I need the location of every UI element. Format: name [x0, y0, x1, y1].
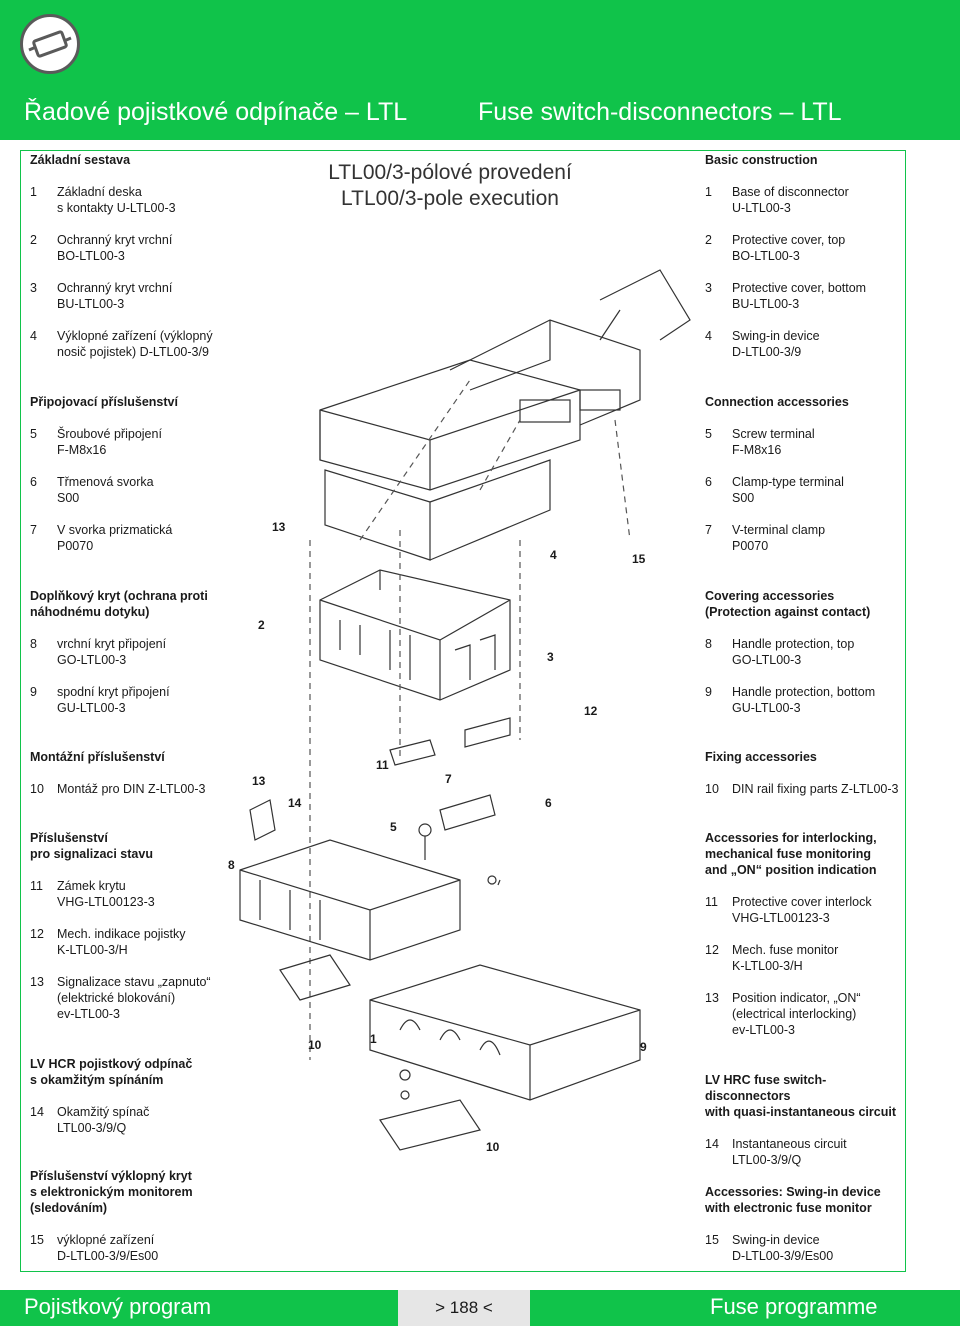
exploded-drawing — [239, 269, 691, 1151]
section-title: Připojovací příslušenství — [30, 395, 178, 409]
section-title: Fixing accessories — [705, 750, 817, 764]
diagram-title-en: LTL00/3-pole execution — [341, 187, 559, 210]
section-covering-cz: Doplňkový kryt (ochrana proti náhodnému … — [30, 588, 240, 716]
section-title: LV HCR pojistkový odpínač s okamžitým sp… — [30, 1057, 193, 1087]
callout-label: 9 — [640, 1040, 647, 1054]
callout-label: 10 — [486, 1140, 500, 1154]
section-hrc-en: LV HRC fuse switch-disconnectors with qu… — [705, 1072, 905, 1168]
section-title: Příslušenství výklopný kryt s elektronic… — [30, 1169, 193, 1215]
page-number: > 188 < — [398, 1290, 530, 1326]
section-title: Covering accessories (Protection against… — [705, 589, 871, 619]
callout-label: 13 — [252, 774, 266, 788]
diagram-title-cz: LTL00/3-pólové provedení — [328, 161, 572, 184]
callout-label: 13 — [272, 520, 286, 534]
callout-label: 5 — [390, 820, 397, 834]
callout-label: 14 — [288, 796, 302, 810]
callout-label: 8 — [228, 858, 235, 872]
fuse-logo-icon — [20, 14, 80, 74]
diagram-title: LTL00/3-pólové provedení LTL00/3-pole ex… — [300, 160, 600, 212]
page-title-cz: Řadové pojistkové odpínače – LTL — [24, 98, 408, 126]
callout-label: 15 — [632, 552, 646, 566]
callout-label: 1 — [370, 1032, 377, 1046]
din-fixing-drawing — [279, 954, 481, 1151]
section-covering-en: Covering accessories (Protection against… — [705, 588, 905, 716]
callout-label: 4 — [550, 548, 557, 562]
section-title: LV HRC fuse switch-disconnectors with qu… — [705, 1073, 896, 1119]
swing-in-device-drawing — [319, 269, 691, 561]
callout-label: 6 — [545, 796, 552, 810]
section-title: Accessories for interlocking, mechanical… — [705, 831, 877, 877]
page-title-en: Fuse switch-disconnectors – LTL — [478, 98, 842, 126]
footer-right-text: Fuse programme — [710, 1294, 878, 1319]
exploded-diagram: 13 4 15 2 3 12 11 7 13 14 6 5 8 10 1 9 1… — [220, 240, 700, 1170]
section-swing-en: Accessories: Swing-in device with electr… — [705, 1184, 905, 1264]
cover-bottom-drawing — [369, 964, 641, 1101]
section-title: Connection accessories — [705, 395, 849, 409]
footer-left-text: Pojistkový program — [24, 1294, 212, 1319]
section-title: Montážní příslušenství — [30, 750, 165, 764]
callout-label: 3 — [547, 650, 554, 664]
section-hrc-cz: LV HCR pojistkový odpínač s okamžitým sp… — [30, 1056, 240, 1136]
section-title: Accessories: Swing-in device with electr… — [705, 1185, 881, 1215]
callout-label: 11 — [376, 758, 389, 772]
section-title: Basic construction — [705, 153, 818, 167]
top-banner — [0, 0, 960, 88]
terminals-drawing — [389, 717, 511, 886]
section-interlock-en: Accessories for interlocking, mechanical… — [705, 830, 905, 1038]
callout-label: 7 — [445, 772, 452, 786]
base-drawing — [319, 569, 511, 701]
section-title: Základní sestava — [30, 153, 131, 167]
callout-label: 2 — [258, 618, 265, 632]
section-title: Doplňkový kryt (ochrana proti náhodnému … — [30, 589, 208, 619]
section-title: Příslušenství pro signalizaci stavu — [30, 831, 153, 861]
section-swing-cz: Příslušenství výklopný kryt s elektronic… — [30, 1168, 240, 1264]
callout-label: 10 — [308, 1038, 322, 1052]
content-frame — [20, 150, 906, 1272]
cover-top-drawing — [239, 799, 461, 961]
callout-label: 12 — [584, 704, 598, 718]
title-bar — [0, 88, 960, 140]
